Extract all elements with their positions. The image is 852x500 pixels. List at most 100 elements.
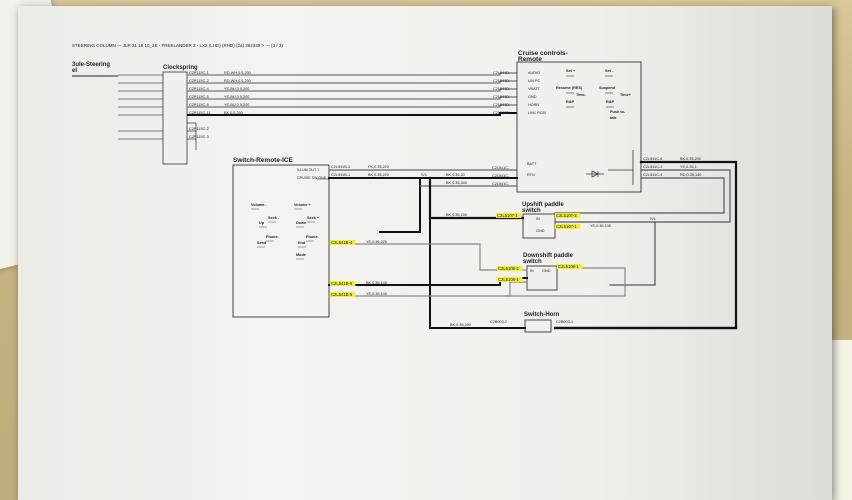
clockspring-wire-label: RD-WH,0.5,200 bbox=[224, 71, 251, 75]
clockspring-pin: C2R115C-6 bbox=[189, 103, 209, 107]
clockspring-to-cruise-wire bbox=[187, 112, 517, 116]
horn-label: Switch-Horn bbox=[524, 312, 560, 318]
cruise-pin: C2L541D- bbox=[493, 111, 511, 115]
clockspring-to-cruise-wire bbox=[187, 96, 517, 100]
clockspring-wire-label: YE-BU,0.5,200 bbox=[224, 87, 249, 91]
ice-label: Switch-Remote-ICE bbox=[233, 157, 294, 164]
ice-button-label: Down bbox=[296, 221, 307, 225]
diode-icon bbox=[591, 170, 599, 178]
cruise-out-pin: C2L541C-4 bbox=[643, 173, 662, 177]
cruise-pin-b: C2L541C- bbox=[492, 174, 510, 178]
ice-pin: C2L541B-3 bbox=[331, 165, 350, 169]
ice-button-label: Send bbox=[257, 241, 267, 245]
clockspring-wire-label: BK,0.5,200 bbox=[224, 111, 243, 115]
cruise-button-label: Resume (RES) bbox=[556, 86, 583, 90]
clockspring-wire-label: YE-BU,0.5,200 bbox=[224, 103, 249, 107]
clockspring-to-cruise-wire bbox=[187, 80, 517, 84]
cruise-button-label: Push to- bbox=[610, 110, 626, 114]
cruise-out-wire-label: BK,0.35,200 bbox=[680, 157, 701, 161]
ice-button-label: Phone- bbox=[266, 235, 280, 239]
cruise-pin: C2L541D- bbox=[493, 87, 511, 91]
diagram-title: STEERING COLUMN --- JLR 21 18 10_2E - FR… bbox=[72, 43, 283, 48]
ice-button-label: End bbox=[298, 241, 306, 245]
cruise-signal-label: AUDIO bbox=[528, 71, 540, 75]
cruise-pin: C2L541D- bbox=[493, 79, 511, 83]
ice-button-label: Volume - bbox=[251, 203, 267, 207]
cruise-signal-label: VBATT bbox=[528, 87, 541, 91]
downshift-right-pin: C2L5108-1 bbox=[558, 264, 579, 269]
cruise-out-wire-label: RD,0.35,140 bbox=[680, 173, 701, 177]
ice-button-label: Seek + bbox=[307, 216, 320, 220]
clockspring-to-cruise-wire bbox=[187, 88, 517, 92]
upshift-left-pin-highlight bbox=[496, 213, 522, 218]
horn-pin: C2B903-2 bbox=[490, 320, 507, 324]
upshift-right-pin: C2L5107-1 bbox=[556, 224, 577, 229]
ice-low-pin: C2L541B-5 bbox=[331, 292, 353, 297]
horn-box bbox=[524, 319, 552, 333]
ice-mode-pin: C2L541B-4 bbox=[331, 240, 353, 245]
splice-label: S/1 bbox=[650, 216, 657, 221]
clockspring-wire-label: YE-BU,0.5,200 bbox=[224, 95, 249, 99]
cruise-signal-label: HORN bbox=[528, 103, 539, 107]
upshift-wire-label: BK,0.35,150 bbox=[446, 213, 467, 217]
ice-pin: C2L541B-1 bbox=[331, 173, 350, 177]
splice-label: S/1 bbox=[421, 172, 428, 177]
cruise-button-label: talk bbox=[610, 116, 617, 120]
cruise-pin: C2L541D- bbox=[493, 95, 511, 99]
cruise-signal-label: LIN PC bbox=[528, 79, 540, 83]
cruise-out-pin: C2L541C-3 bbox=[643, 165, 662, 169]
ice-low-pin: C2L541B-6 bbox=[331, 281, 353, 286]
switch-remote-ice-box bbox=[232, 164, 330, 318]
horn-wire-label: BK,0.35,290 bbox=[450, 323, 471, 327]
cruise-out-wire-label: YE,0.35,1 bbox=[680, 165, 697, 169]
ice-low-pin-highlight bbox=[330, 281, 356, 286]
clockspring-to-cruise-wire bbox=[187, 72, 517, 76]
ice-low-pin-highlight bbox=[330, 292, 356, 297]
clockspring-pin: C2R115C-11 bbox=[189, 111, 211, 115]
ice-low-wire-label: YE,0.35,140 bbox=[366, 292, 387, 296]
clockspring-pin: C2R115C-2 bbox=[189, 127, 209, 131]
downshift-pin: C2L5108-1 bbox=[498, 277, 519, 282]
upshift-wire-label: YE,0.35,135 bbox=[590, 224, 611, 228]
upshift-right-pin-highlight bbox=[555, 213, 581, 218]
clockspring-pin: C2R115C-2 bbox=[189, 79, 209, 83]
cruise-button-label: RAP bbox=[606, 100, 614, 104]
pin-labels: S/1S/1BK,0.35,20BK,0.35,340BK,0.35,150YE… bbox=[366, 172, 657, 327]
downshift-pin-label: GND bbox=[542, 269, 551, 273]
upshift-right-pin: C2L5107-2 bbox=[556, 213, 577, 218]
mid-wire-label: BK,0.35,340 bbox=[446, 181, 467, 185]
ice-mode-pin-highlight bbox=[330, 240, 356, 245]
cruise-control-internals: C2L541D- AUDIO C2L541D- LIN PC C2L541D- VBATT… bbox=[492, 69, 701, 186]
cruise-pin: C2L541D- bbox=[493, 71, 511, 75]
downshift-pin-label: IN bbox=[530, 269, 534, 273]
ice-low-wire-label: BK,0.35,140 bbox=[366, 281, 387, 285]
clockspring-label: Clockspring bbox=[163, 65, 198, 71]
ice-button-label: Up bbox=[259, 221, 265, 225]
cruise-control-box bbox=[516, 61, 642, 193]
clockspring-pin: C2R115C-4 bbox=[189, 87, 209, 91]
upshift-left-pin: C2L5107-1 bbox=[497, 213, 518, 218]
clockspring-pin: C2R115C-3 bbox=[189, 135, 209, 139]
handwritten-note bbox=[828, 340, 852, 500]
cruise-signal-label: LIN1 RCM bbox=[528, 111, 546, 115]
mid-wire-label: BK,0.35,20 bbox=[446, 173, 465, 177]
wire-harness bbox=[328, 160, 738, 330]
cruise-batt-label: BATT bbox=[527, 162, 537, 166]
clockspring-wire-label: RD-WH,0.5,200 bbox=[224, 79, 251, 83]
downshift-right-pin-highlight bbox=[557, 264, 583, 269]
upshift-pin-label: GND bbox=[536, 229, 545, 233]
downshift-pin-highlight bbox=[497, 277, 523, 282]
upshift-pin-label: IN bbox=[536, 217, 540, 221]
clockspring-pin: C2R115C-1 bbox=[189, 71, 209, 75]
downshift-pin-highlight bbox=[497, 266, 523, 271]
clockspring-wires: C2R115C-1C2R115C-2C2R115C-4C2R115C-5C2R1… bbox=[118, 71, 517, 150]
schematic-sheet bbox=[18, 6, 832, 500]
cruise-button-label: RAP bbox=[566, 100, 574, 104]
cruise-button-label: Set - bbox=[605, 69, 614, 73]
cruise-button-label: Suspend bbox=[599, 86, 616, 90]
